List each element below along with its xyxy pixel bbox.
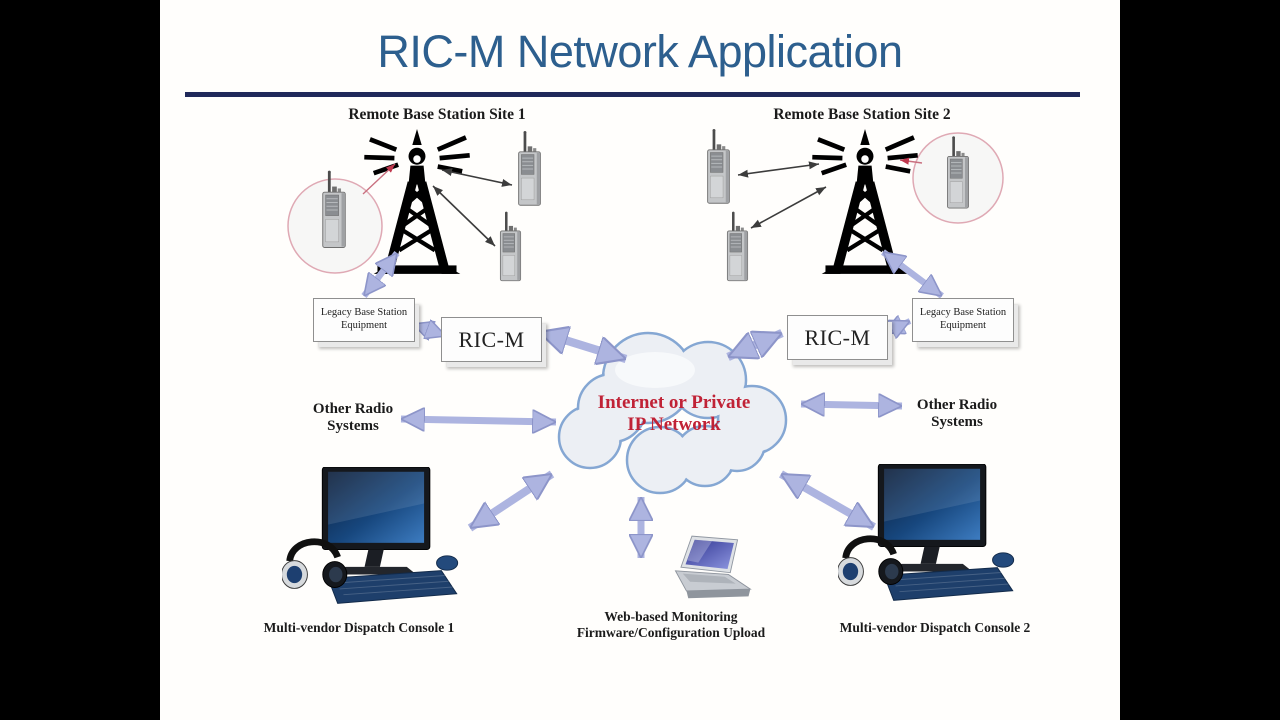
laptop-icon xyxy=(674,535,751,599)
title-underline xyxy=(185,92,1080,97)
ricm-label: RIC-M xyxy=(458,326,525,352)
handheld-radio-icon xyxy=(707,128,730,204)
slide: RIC-M Network Application Remote Base St… xyxy=(160,0,1120,720)
handheld-radio-icon xyxy=(726,211,749,282)
signal-arrows xyxy=(432,161,827,247)
other-radio-systems-left: Other Radio Systems xyxy=(293,401,413,435)
radio-tower-icon-site1 xyxy=(364,129,469,274)
cloud-label-line1: Internet or Private xyxy=(597,392,751,413)
legacy-label-line1: Legacy Base Station xyxy=(919,307,1007,319)
radio-tower-icon-site2 xyxy=(812,129,917,274)
ricm-label: RIC-M xyxy=(804,324,871,350)
legacy-label-line1: Legacy Base Station xyxy=(320,307,408,319)
ricm-box-right: RIC-M xyxy=(787,315,888,360)
diagram-canvas xyxy=(160,0,1120,720)
site1-label: Remote Base Station Site 1 xyxy=(348,106,526,123)
legacy-base-station-box-left: Legacy Base Station Equipment xyxy=(313,298,415,342)
console2-label: Multi-vendor Dispatch Console 2 xyxy=(839,620,1031,635)
ricm-box-left: RIC-M xyxy=(441,317,542,362)
dispatch-console-icon-2 xyxy=(838,464,1014,600)
ors-line2: Systems xyxy=(327,417,379,434)
block-arrows xyxy=(361,249,944,558)
web-monitoring-label: Web-based Monitoring Firmware/Configurat… xyxy=(541,609,801,641)
ors-line1: Other Radio xyxy=(312,401,394,417)
web-monitoring-line1: Web-based Monitoring xyxy=(604,609,738,624)
console1-label: Multi-vendor Dispatch Console 1 xyxy=(263,620,455,635)
legacy-base-station-box-right: Legacy Base Station Equipment xyxy=(912,298,1014,342)
slide-title: RIC-M Network Application xyxy=(377,26,903,77)
cloud-label-line2: IP Network xyxy=(627,413,721,435)
handheld-radio-icon xyxy=(518,130,541,206)
legacy-label-line2: Equipment xyxy=(340,320,388,331)
web-monitoring-line2: Firmware/Configuration Upload xyxy=(576,625,766,641)
ors-line1: Other Radio xyxy=(916,397,998,413)
legacy-label-line2: Equipment xyxy=(939,320,987,331)
site2-label: Remote Base Station Site 2 xyxy=(773,106,951,123)
other-radio-systems-right: Other Radio Systems xyxy=(897,397,1017,431)
cloud-label: Internet or Private IP Network xyxy=(568,392,780,436)
callout-arrows xyxy=(362,157,923,195)
handheld-radio-icon xyxy=(499,211,522,282)
dispatch-console-icon-1 xyxy=(282,467,458,603)
ors-line2: Systems xyxy=(931,413,983,430)
